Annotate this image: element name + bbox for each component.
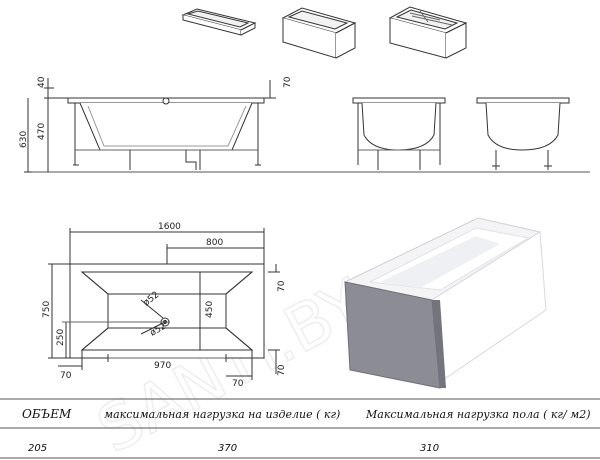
thumbnail-bath-with-panel <box>281 7 357 59</box>
dim-rim-top-right: 70 <box>283 76 293 88</box>
table-header-volume: ОБЪЕМ <box>22 407 72 421</box>
end-elevation-frame <box>352 97 446 170</box>
dim-drain-offset: 250 <box>56 329 66 346</box>
dim-bath-height: 470 <box>37 123 47 140</box>
thumbnail-bath-with-frame <box>388 6 468 59</box>
plan-view <box>48 228 280 380</box>
dim-length: 1600 <box>158 222 181 232</box>
dim-bottom-length: 970 <box>154 361 171 371</box>
dim-half-length: 800 <box>206 238 223 248</box>
table-header-max-load: максимальная нагрузка на изделие ( кг) <box>104 408 340 421</box>
table-value-floor-load: 310 <box>420 443 439 454</box>
dim-rim-top: 40 <box>37 76 47 88</box>
side-elevation <box>24 78 590 173</box>
dim-inner-width: 450 <box>205 301 215 318</box>
dim-total-height: 630 <box>19 131 29 148</box>
dim-right-margin-top: 70 <box>277 280 287 292</box>
dim-right-margin-bottom: 70 <box>277 364 287 376</box>
dim-left-margin: 70 <box>60 371 72 381</box>
thumbnail-bath-only <box>181 8 257 36</box>
table-header-floor-load: Максимальная нагрузка пола ( кг/ м2) <box>365 408 591 421</box>
end-elevation-legs <box>476 97 570 170</box>
dim-width: 750 <box>42 301 52 318</box>
table-value-max-load: 370 <box>218 443 237 454</box>
dim-bottom-margin: 70 <box>232 379 244 389</box>
bath-3d-render <box>343 217 547 389</box>
table-value-volume: 205 <box>28 443 47 454</box>
